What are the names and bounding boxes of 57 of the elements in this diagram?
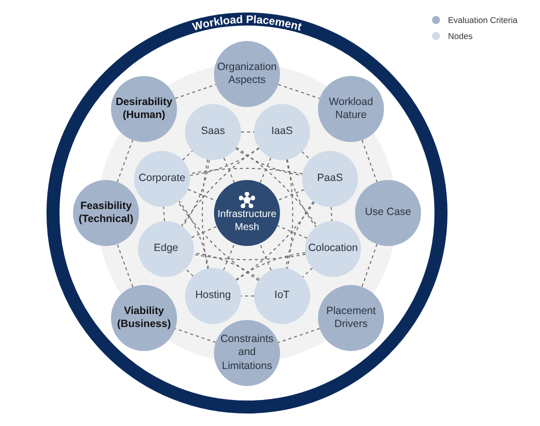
dashed-connector bbox=[260, 157, 272, 184]
node-label: Organization Aspects bbox=[217, 60, 277, 88]
dashed-connector bbox=[259, 242, 272, 271]
dashed-connector bbox=[223, 157, 235, 184]
dashed-connector bbox=[116, 244, 134, 288]
node-label: Constraints and Limitations bbox=[219, 333, 275, 373]
dashed-connector bbox=[286, 159, 294, 269]
dashed-connector bbox=[174, 84, 216, 99]
node-label: Workload Nature bbox=[328, 96, 374, 122]
dashed-connector bbox=[278, 84, 320, 99]
node-label: IoT bbox=[274, 289, 290, 303]
criteria-circle bbox=[111, 285, 177, 351]
dashed-connector bbox=[362, 140, 378, 182]
dashed-connector bbox=[278, 328, 320, 343]
dashed-connector bbox=[277, 189, 305, 201]
node-label: PaaS bbox=[317, 172, 343, 186]
dashed-connector bbox=[236, 146, 318, 226]
dashed-connector bbox=[362, 244, 378, 288]
legend-label: Evaluation Criteria bbox=[448, 15, 518, 25]
dashed-connector bbox=[236, 202, 315, 281]
node-label: Hosting bbox=[195, 289, 231, 303]
node-label: Saas bbox=[201, 125, 225, 139]
dashed-connector bbox=[191, 226, 218, 238]
dashed-connector bbox=[330, 206, 332, 222]
dashed-connector bbox=[163, 206, 165, 222]
node-label: IaaS bbox=[271, 125, 293, 139]
dashed-connector bbox=[182, 150, 193, 160]
dashed-connector bbox=[178, 202, 260, 282]
dashed-connector bbox=[276, 225, 308, 239]
dashed-connector bbox=[302, 151, 310, 160]
dashed-connector bbox=[178, 200, 209, 269]
dashed-connector bbox=[235, 252, 306, 280]
node-label: Use Case bbox=[364, 206, 412, 220]
dashed-connector bbox=[185, 268, 194, 277]
node-label: Colocation bbox=[308, 242, 358, 256]
node-label: Viability (Business) bbox=[116, 304, 172, 332]
dashed-connector bbox=[189, 148, 260, 176]
criteria-circle bbox=[318, 285, 384, 351]
node-label: Placement Drivers bbox=[325, 304, 377, 332]
node-label: Infrastructure Mesh bbox=[217, 209, 277, 234]
node-label: Desirability (Human) bbox=[114, 96, 174, 122]
dashed-connector bbox=[286, 159, 316, 228]
legend-label: Nodes bbox=[448, 31, 473, 41]
node-label: Edge bbox=[154, 242, 178, 256]
criteria-circle bbox=[318, 76, 384, 142]
node-label: Corporate bbox=[138, 172, 186, 186]
node-label: Feasibility (Technical) bbox=[78, 200, 134, 226]
dashed-connector bbox=[193, 254, 306, 260]
criteria-circle bbox=[111, 76, 177, 142]
dashed-connector bbox=[189, 168, 303, 174]
dashed-connector bbox=[181, 147, 260, 226]
dashed-connector bbox=[302, 268, 313, 278]
dashed-connector bbox=[202, 159, 208, 269]
dashed-connector bbox=[285, 201, 314, 269]
dashed-connector bbox=[174, 328, 216, 343]
dashed-connector bbox=[116, 140, 134, 182]
dashed-connector bbox=[223, 243, 235, 271]
